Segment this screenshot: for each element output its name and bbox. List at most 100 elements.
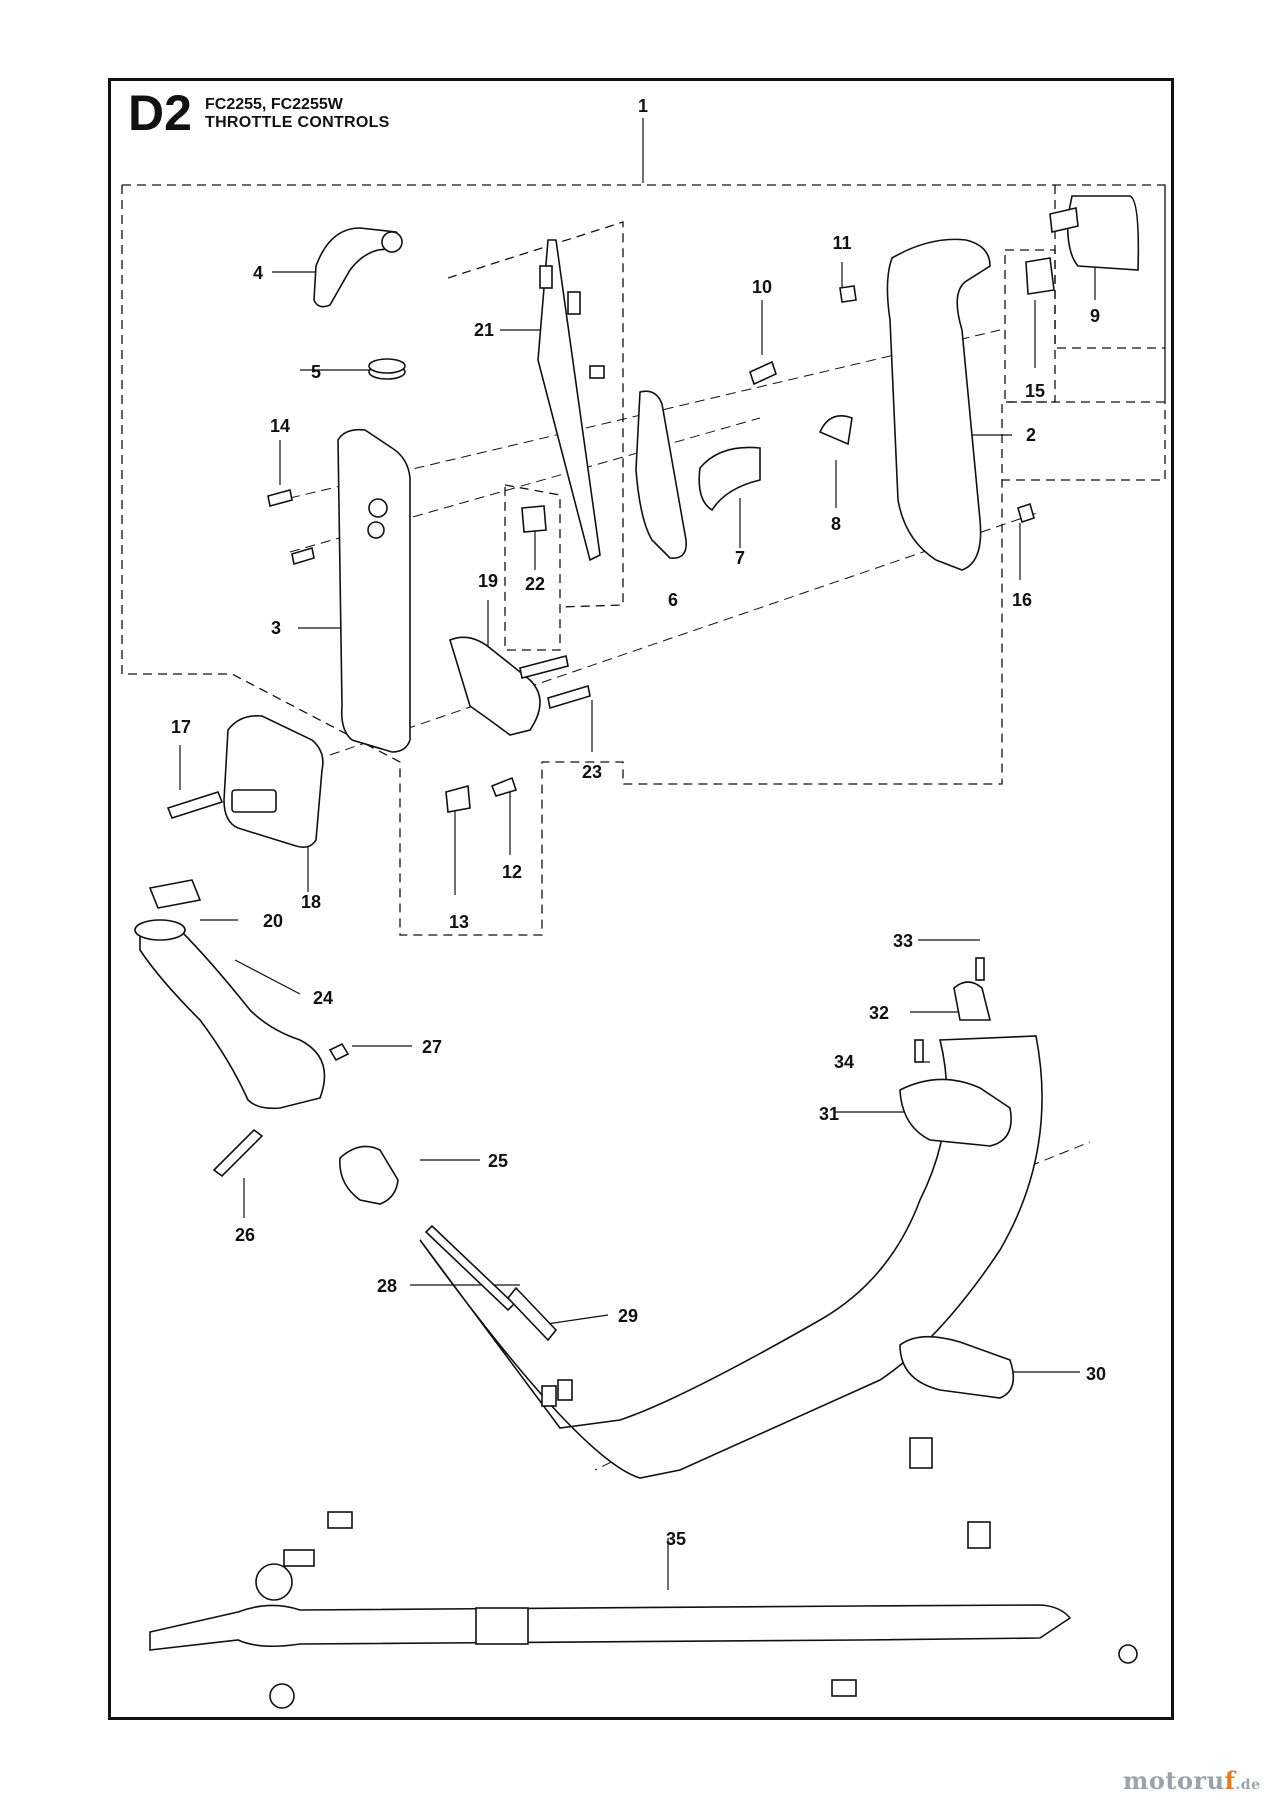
part-32-clamp xyxy=(953,981,992,1021)
part-35-plug-b xyxy=(967,1521,991,1549)
watermark-tld: .de xyxy=(1235,1777,1261,1793)
callout-28: 28 xyxy=(377,1276,397,1296)
part-30-foot xyxy=(899,1335,1015,1399)
part-35-cable-end xyxy=(1118,1644,1138,1664)
callout-30: 30 xyxy=(1086,1364,1106,1384)
callout-18: 18 xyxy=(301,892,321,912)
part-35-ring-terminal xyxy=(269,1683,295,1709)
callout-4: 4 xyxy=(253,263,263,283)
clip-group-boundary xyxy=(504,484,561,651)
callout-20: 20 xyxy=(263,911,283,931)
callout-2: 2 xyxy=(1026,425,1036,445)
part-15-switch xyxy=(1025,257,1055,295)
part-7-lockout xyxy=(698,446,761,512)
section-title: THROTTLE CONTROLS xyxy=(205,114,390,131)
part-30-loop-handle xyxy=(419,1035,1043,1479)
watermark-accent: f xyxy=(1224,1766,1236,1795)
part-35-plug-c xyxy=(831,1679,857,1697)
part-14-screw-a xyxy=(267,489,293,507)
part-8-spring xyxy=(818,415,853,446)
part-35-connector-loop xyxy=(255,1563,293,1601)
part-27-nut xyxy=(328,1042,350,1062)
callout-19: 19 xyxy=(478,571,498,591)
parts-drawing xyxy=(134,195,1140,1709)
part-35-harness xyxy=(149,1604,1072,1651)
callout-35: 35 xyxy=(666,1529,686,1549)
callout-27: 27 xyxy=(422,1037,442,1057)
switch-group-boundary xyxy=(1004,249,1056,403)
callout-26: 26 xyxy=(235,1225,255,1245)
callout-7: 7 xyxy=(735,548,745,568)
callout-12: 12 xyxy=(502,862,522,882)
callout-1: 1 xyxy=(638,96,648,116)
model-numbers: FC2255, FC2255W xyxy=(205,96,343,113)
callout-31: 31 xyxy=(819,1104,839,1124)
callout-5: 5 xyxy=(311,362,321,382)
callout-34: 34 xyxy=(834,1052,854,1072)
callout-23: 23 xyxy=(582,762,602,782)
part-18-cover xyxy=(223,714,324,848)
section-code: D2 xyxy=(128,85,192,141)
part-21-wire xyxy=(537,239,601,562)
callout-10: 10 xyxy=(752,277,772,297)
part-16-nut xyxy=(1017,502,1035,524)
callout-3: 3 xyxy=(271,618,281,638)
part-23-screw-a xyxy=(519,655,569,679)
part-26-screw xyxy=(212,1128,264,1178)
part-18-slot xyxy=(231,789,277,813)
part-9-vent xyxy=(1066,195,1140,271)
part-24-grip xyxy=(139,924,326,1110)
main-assembly-boundary xyxy=(122,183,1166,481)
wire-group-boundary xyxy=(447,221,624,608)
part-10-spring xyxy=(749,360,777,386)
part-3-handle-half xyxy=(337,428,411,753)
part-25-clamp xyxy=(339,1145,399,1205)
part-34-bolt xyxy=(914,1039,924,1063)
part-11-nut xyxy=(839,285,857,303)
callout-29: 29 xyxy=(618,1306,638,1326)
part-35-plug-d xyxy=(327,1511,353,1529)
callout-labels: 1 2 3 4 5 6 7 8 9 10 11 12 13 14 15 16 1… xyxy=(171,96,1106,1549)
callout-16: 16 xyxy=(1012,590,1032,610)
part-13-clip xyxy=(445,784,471,813)
watermark-logo: motoruf.de xyxy=(1123,1766,1261,1795)
callout-14: 14 xyxy=(270,416,290,436)
watermark-main: motoru xyxy=(1123,1766,1225,1795)
part-35-plug-a xyxy=(909,1437,933,1469)
part-22-clip xyxy=(521,505,547,533)
part-14-screw-b xyxy=(291,546,315,566)
part-17-screw xyxy=(166,791,224,819)
callout-15: 15 xyxy=(1025,381,1045,401)
part-31-bracket xyxy=(899,1078,1012,1147)
callout-17: 17 xyxy=(171,717,191,737)
callout-8: 8 xyxy=(831,514,841,534)
callout-32: 32 xyxy=(869,1003,889,1023)
callout-6: 6 xyxy=(668,590,678,610)
part-6-trigger xyxy=(635,390,687,559)
part-19-bracket xyxy=(449,636,541,736)
part-12-screw xyxy=(490,776,518,797)
callout-33: 33 xyxy=(893,931,913,951)
callout-25: 25 xyxy=(488,1151,508,1171)
callout-21: 21 xyxy=(474,320,494,340)
part-4-pivot xyxy=(381,231,403,253)
callout-13: 13 xyxy=(449,912,469,932)
part-33-bolt xyxy=(975,957,985,981)
part-21-connector-a xyxy=(539,265,553,289)
handle-assembly-boundary xyxy=(121,185,1003,936)
diagram-frame xyxy=(108,78,1174,1720)
callout-24: 24 xyxy=(313,988,333,1008)
callout-22: 22 xyxy=(525,574,545,594)
callout-leaders xyxy=(179,118,1096,1590)
assembly-boundaries xyxy=(121,183,1166,936)
part-28-cable xyxy=(424,1224,516,1312)
part-23-screw-b xyxy=(547,684,591,710)
callout-9: 9 xyxy=(1090,306,1100,326)
part-2-handle-half xyxy=(886,238,991,571)
part-35-sleeve xyxy=(475,1607,529,1645)
part-20-switch xyxy=(148,879,202,909)
part-29-wire xyxy=(506,1286,558,1342)
part-35-plug-e xyxy=(283,1549,315,1567)
callout-11: 11 xyxy=(832,233,851,253)
